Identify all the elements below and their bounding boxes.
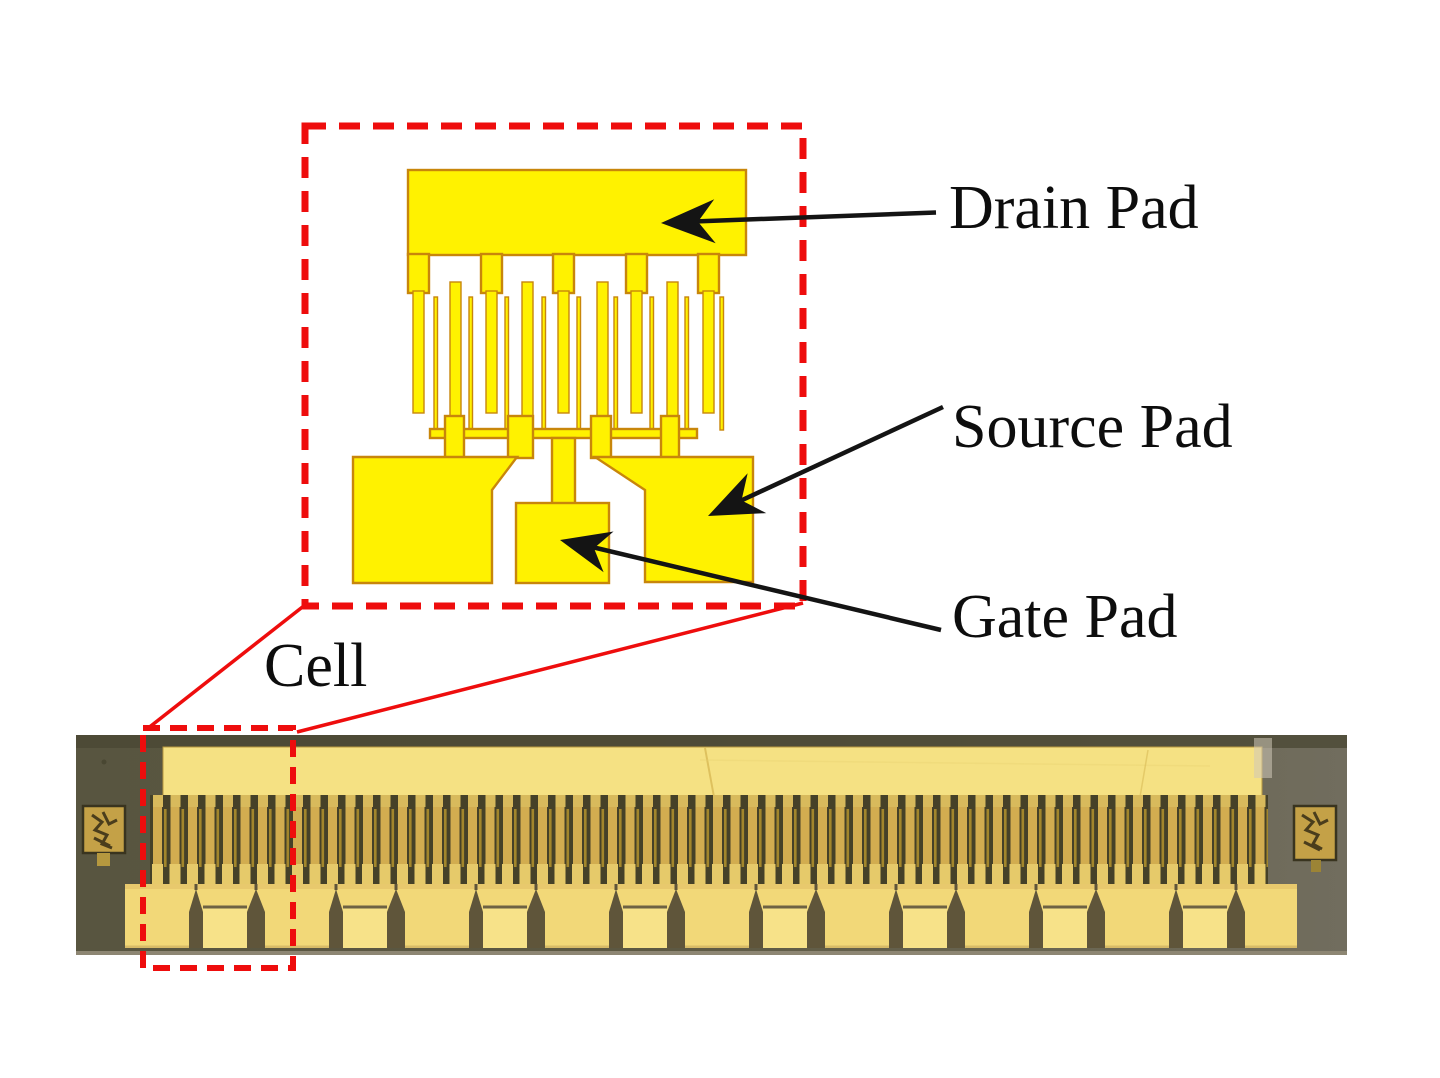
zoom-dashed-box <box>301 122 807 610</box>
zoom-connector-line-right <box>296 601 804 734</box>
arrow-down-left-icon <box>708 473 767 516</box>
drain-pad-label: Drain Pad <box>949 174 1199 242</box>
cell-highlight-dashed-box <box>140 725 296 971</box>
zoom-connector-line-left <box>145 603 307 731</box>
source-pad-label: Source Pad <box>952 393 1233 461</box>
drain-fingers <box>406 252 721 414</box>
source-pad-left-shape <box>351 455 520 585</box>
drain-pad-arrow <box>661 199 937 244</box>
gate-pad-label: Gate Pad <box>952 583 1178 651</box>
cell-label: Cell <box>264 632 368 700</box>
arrow-left-icon <box>661 199 716 244</box>
chip-micrograph <box>76 735 1347 955</box>
gate-stem <box>550 436 577 507</box>
source-fingers <box>443 281 681 460</box>
alignment-marker-left <box>81 804 127 866</box>
gate-bus <box>428 427 699 440</box>
alignment-marker-right <box>1292 804 1338 872</box>
arrow-left-icon <box>560 531 614 573</box>
gate-fingers <box>433 296 725 431</box>
source-pad-right-shape <box>591 455 755 584</box>
source-pad-arrow <box>708 404 944 516</box>
pad-row <box>125 884 1297 948</box>
gate-pad-arrow <box>560 531 942 633</box>
finger-array <box>150 795 1268 884</box>
